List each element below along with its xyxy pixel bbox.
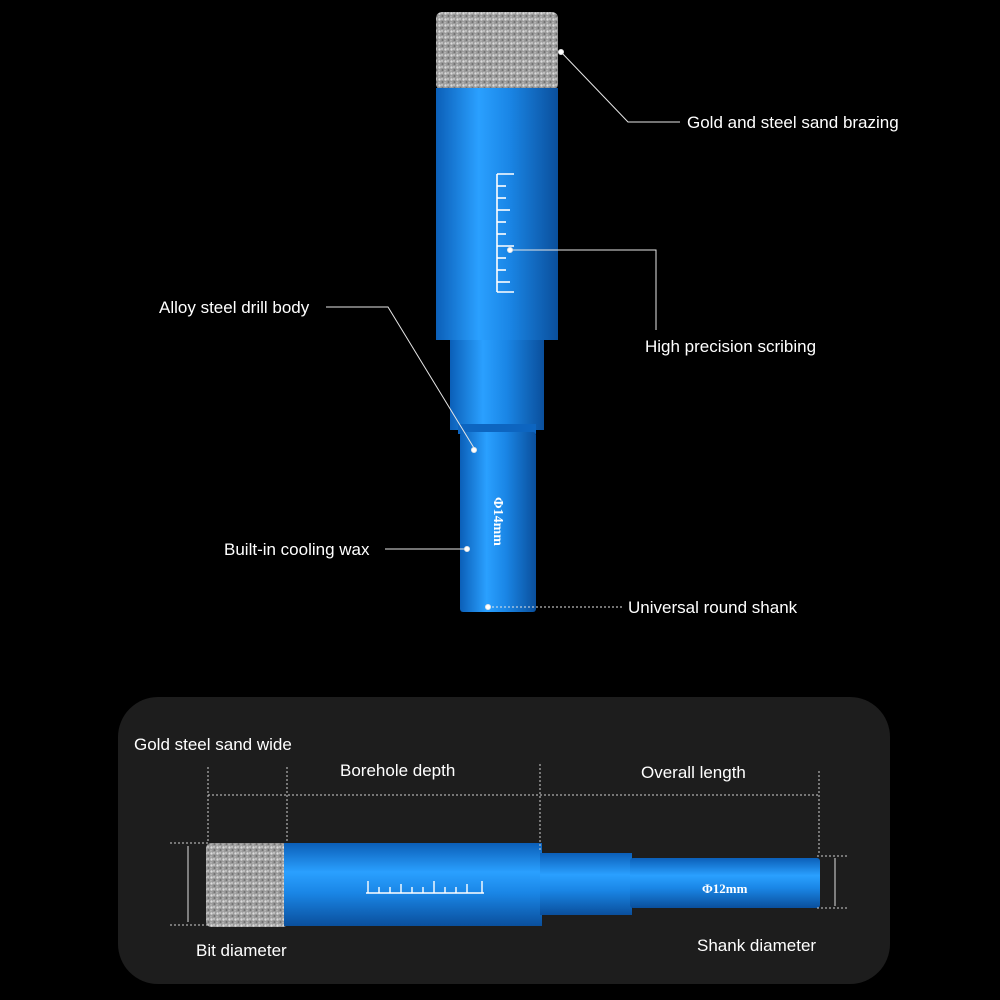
depth-scale (496, 173, 514, 293)
callout-brazing: Gold and steel sand brazing (687, 113, 899, 132)
diamond-sand-head-h (206, 843, 288, 927)
vertical-bit-engraving: Φ14mm (490, 497, 505, 546)
dim-bit-diameter: Bit diameter (196, 941, 287, 960)
drill-shank (460, 432, 536, 612)
drill-body-middle (450, 340, 544, 430)
depth-scale-h (366, 881, 484, 894)
drill-middle-h (540, 853, 632, 915)
callout-shank: Universal round shank (628, 598, 798, 617)
dim-sand-wide: Gold steel sand wide (134, 735, 292, 754)
dimension-lines (170, 764, 848, 926)
dim-overall-length: Overall length (641, 763, 746, 782)
drill-body-taper (458, 424, 536, 434)
dim-borehole-depth: Borehole depth (340, 761, 456, 780)
callout-scribing: High precision scribing (645, 337, 817, 356)
horizontal-bit-engraving: Φ12mm (702, 881, 748, 896)
callout-lines (326, 49, 680, 610)
drill-body-h (284, 843, 542, 926)
callout-body: Alloy steel drill body (159, 298, 310, 317)
diamond-sand-head (436, 12, 558, 90)
vertical-drill-bit: Φ14mm (436, 12, 558, 612)
horizontal-drill-bit: Φ12mm (206, 843, 820, 927)
callout-wax: Built-in cooling wax (224, 540, 370, 559)
dim-shank-diameter: Shank diameter (697, 936, 817, 955)
drill-shank-h (630, 858, 820, 908)
dimensions-panel (118, 697, 890, 984)
diameter-markers (187, 846, 836, 922)
